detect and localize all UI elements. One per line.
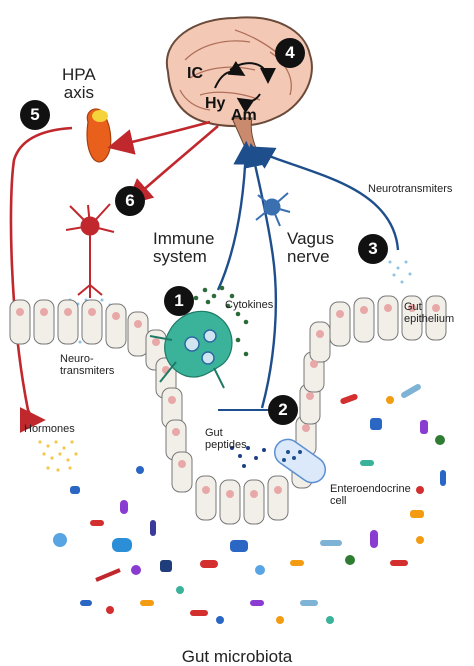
immune-system-label: Immune system (153, 229, 215, 266)
neurotransmitters-top-label: Neurotransmiters (368, 183, 453, 195)
enteroendocrine-cell-label: Enteroendocrine cell (330, 483, 411, 507)
neurotransmitter-dots-right (388, 260, 412, 284)
badge-2: 2 (268, 395, 298, 425)
brain (165, 16, 313, 151)
brain-region-hy: Hy (205, 95, 226, 112)
neurotransmitters-left-label: Neuro- transmiters (60, 353, 115, 377)
hormones-label: Hormones (24, 423, 75, 435)
gut-epithelium (9, 295, 447, 525)
adrenal-gland-icon (86, 108, 112, 163)
enteroendocrine-cell-icon (273, 438, 327, 484)
gut-peptide-dots (230, 446, 266, 468)
neuron-icon (65, 203, 115, 298)
bottom-caption: Gut microbiota (181, 647, 293, 666)
vagus-neuron-icon (255, 192, 291, 227)
badge-6: 6 (115, 186, 145, 216)
gut-peptides-label: Gut peptides (205, 427, 247, 451)
gut-epithelium-label: Gut epithelium (404, 301, 455, 325)
epithelium-nuclei (16, 304, 440, 498)
cytokine-dots (193, 285, 249, 357)
hormone-dots (38, 440, 78, 472)
badge-5: 5 (20, 100, 50, 130)
hpa-axis-label: HPA axis (62, 65, 96, 102)
brain-region-am: Am (231, 107, 257, 124)
badge-4: 4 (275, 38, 305, 68)
vagal-pathway (216, 140, 400, 411)
cytokines-label: Cytokines (225, 299, 274, 311)
badge-3: 3 (358, 234, 388, 264)
vagus-nerve-label: Vagus nerve (287, 229, 334, 266)
brain-region-ic: IC (187, 65, 203, 82)
microbiota (53, 384, 446, 624)
badge-1: 1 (164, 286, 194, 316)
immune-cell-icon (149, 310, 233, 389)
